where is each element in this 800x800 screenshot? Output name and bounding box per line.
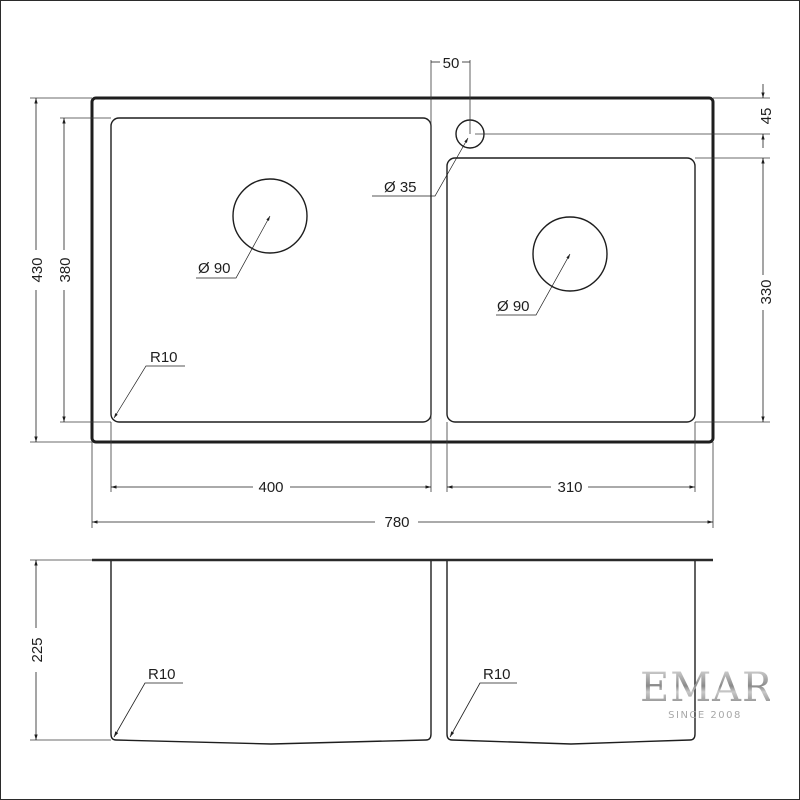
left-bowl-width-label: 400 [258,479,283,496]
side-view: 225 R10 R10 [29,558,713,745]
brand-tagline: SINCE 2008 [668,710,742,721]
tap-offset-x-label: 50 [443,55,460,72]
brand-logo: EMAR SINCE 2008 [640,665,774,721]
left-bowl-depth-label: 380 [57,257,74,282]
tap-offset-y-label: 45 [758,108,775,125]
left-drain-icon [232,178,308,254]
top-view: 50 45 330 430 380 400 310 780 Ø 35 Ø 90 … [29,55,775,531]
right-drain-icon [532,216,608,292]
right-bowl-width-label: 310 [557,479,582,496]
right-bowl-profile [446,561,696,745]
left-bowl-profile [110,561,432,745]
overall-width-label: 780 [384,514,409,531]
left-side-radius-label: R10 [148,666,176,683]
right-side-radius-label: R10 [483,666,511,683]
left-bowl-outline [110,117,432,423]
left-drain-diameter-label: Ø 90 [198,260,231,277]
brand-name: EMAR [640,665,774,711]
right-drain-diameter-label: Ø 90 [497,298,530,315]
right-bowl-depth-label: 330 [758,279,775,304]
sink-outer-outline [90,96,715,444]
right-bowl-outline [446,157,696,423]
overall-depth-label: 430 [29,257,46,282]
bowl-height-label: 225 [29,637,46,662]
corner-radius-label: R10 [150,349,178,366]
tap-hole-diameter-label: Ø 35 [384,179,417,196]
